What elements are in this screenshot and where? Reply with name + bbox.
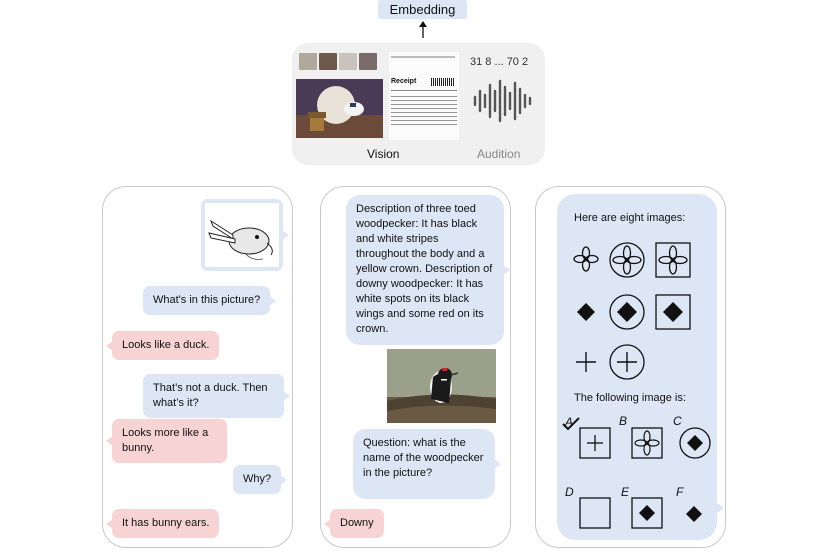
chat-panel-duck-rabbit: What's in this picture? Looks like a duc…	[102, 186, 293, 548]
up-arrow-icon	[419, 21, 427, 38]
plus-icon	[576, 352, 596, 372]
option-f-label[interactable]: F	[676, 485, 684, 499]
option-d-empty-box[interactable]	[579, 497, 611, 529]
vision-label: Vision	[367, 147, 400, 161]
robot-movie-image	[296, 79, 383, 138]
circled-clover-icon	[609, 242, 645, 278]
diamond-icon	[577, 303, 595, 321]
option-f-diamond[interactable]	[685, 505, 703, 523]
woodpecker-image	[387, 349, 496, 423]
audition-label: Audition	[477, 147, 521, 161]
model-message: Downy	[324, 509, 384, 538]
model-message: Looks more like a bunny.	[106, 419, 227, 463]
duck-rabbit-image	[205, 203, 279, 267]
boxed-clover-icon	[655, 242, 691, 278]
duck-rabbit-image-bubble	[201, 199, 289, 271]
model-message: It has bunny ears.	[105, 509, 220, 538]
option-e-boxed-diamond[interactable]	[631, 497, 663, 529]
check-icon	[562, 417, 580, 431]
user-message: Description of three toed woodpecker: It…	[346, 195, 510, 345]
option-c-label[interactable]: C	[673, 414, 682, 428]
audio-tokens: 31 8 ... 70 2	[470, 56, 529, 68]
receipt-image: Receipt	[389, 52, 459, 140]
option-e-label[interactable]: E	[621, 485, 630, 499]
option-a-label[interactable]: A	[565, 415, 574, 429]
puzzle-bubble: Here are eight images:	[557, 194, 724, 540]
clover-icon	[573, 246, 599, 272]
puzzle-intro: Here are eight images:	[574, 212, 686, 224]
puzzle-following: The following image is:	[574, 392, 686, 404]
option-b-label[interactable]: B	[619, 414, 628, 428]
circled-diamond-icon	[609, 294, 645, 330]
model-message: Looks like a duck.	[105, 331, 220, 360]
image-thumbnail-strip	[299, 53, 379, 71]
option-d-label[interactable]: D	[565, 485, 574, 499]
circled-plus-icon	[609, 344, 645, 380]
option-b-boxed-clover[interactable]	[631, 427, 663, 459]
user-message: What's in this picture?	[143, 286, 277, 315]
user-message: Question: what is the name of the woodpe…	[353, 429, 501, 499]
chat-panel-woodpecker: Description of three toed woodpecker: It…	[320, 186, 511, 548]
embedding-box: Embedding	[378, 0, 467, 19]
waveform-icon	[473, 79, 532, 123]
user-message: Why?	[233, 465, 288, 494]
boxed-diamond-icon	[655, 294, 691, 330]
user-message: That’s not a duck. Then what’s it?	[143, 374, 290, 418]
option-c-circled-diamond[interactable]	[679, 427, 711, 459]
option-a-boxed-plus[interactable]	[579, 427, 611, 459]
